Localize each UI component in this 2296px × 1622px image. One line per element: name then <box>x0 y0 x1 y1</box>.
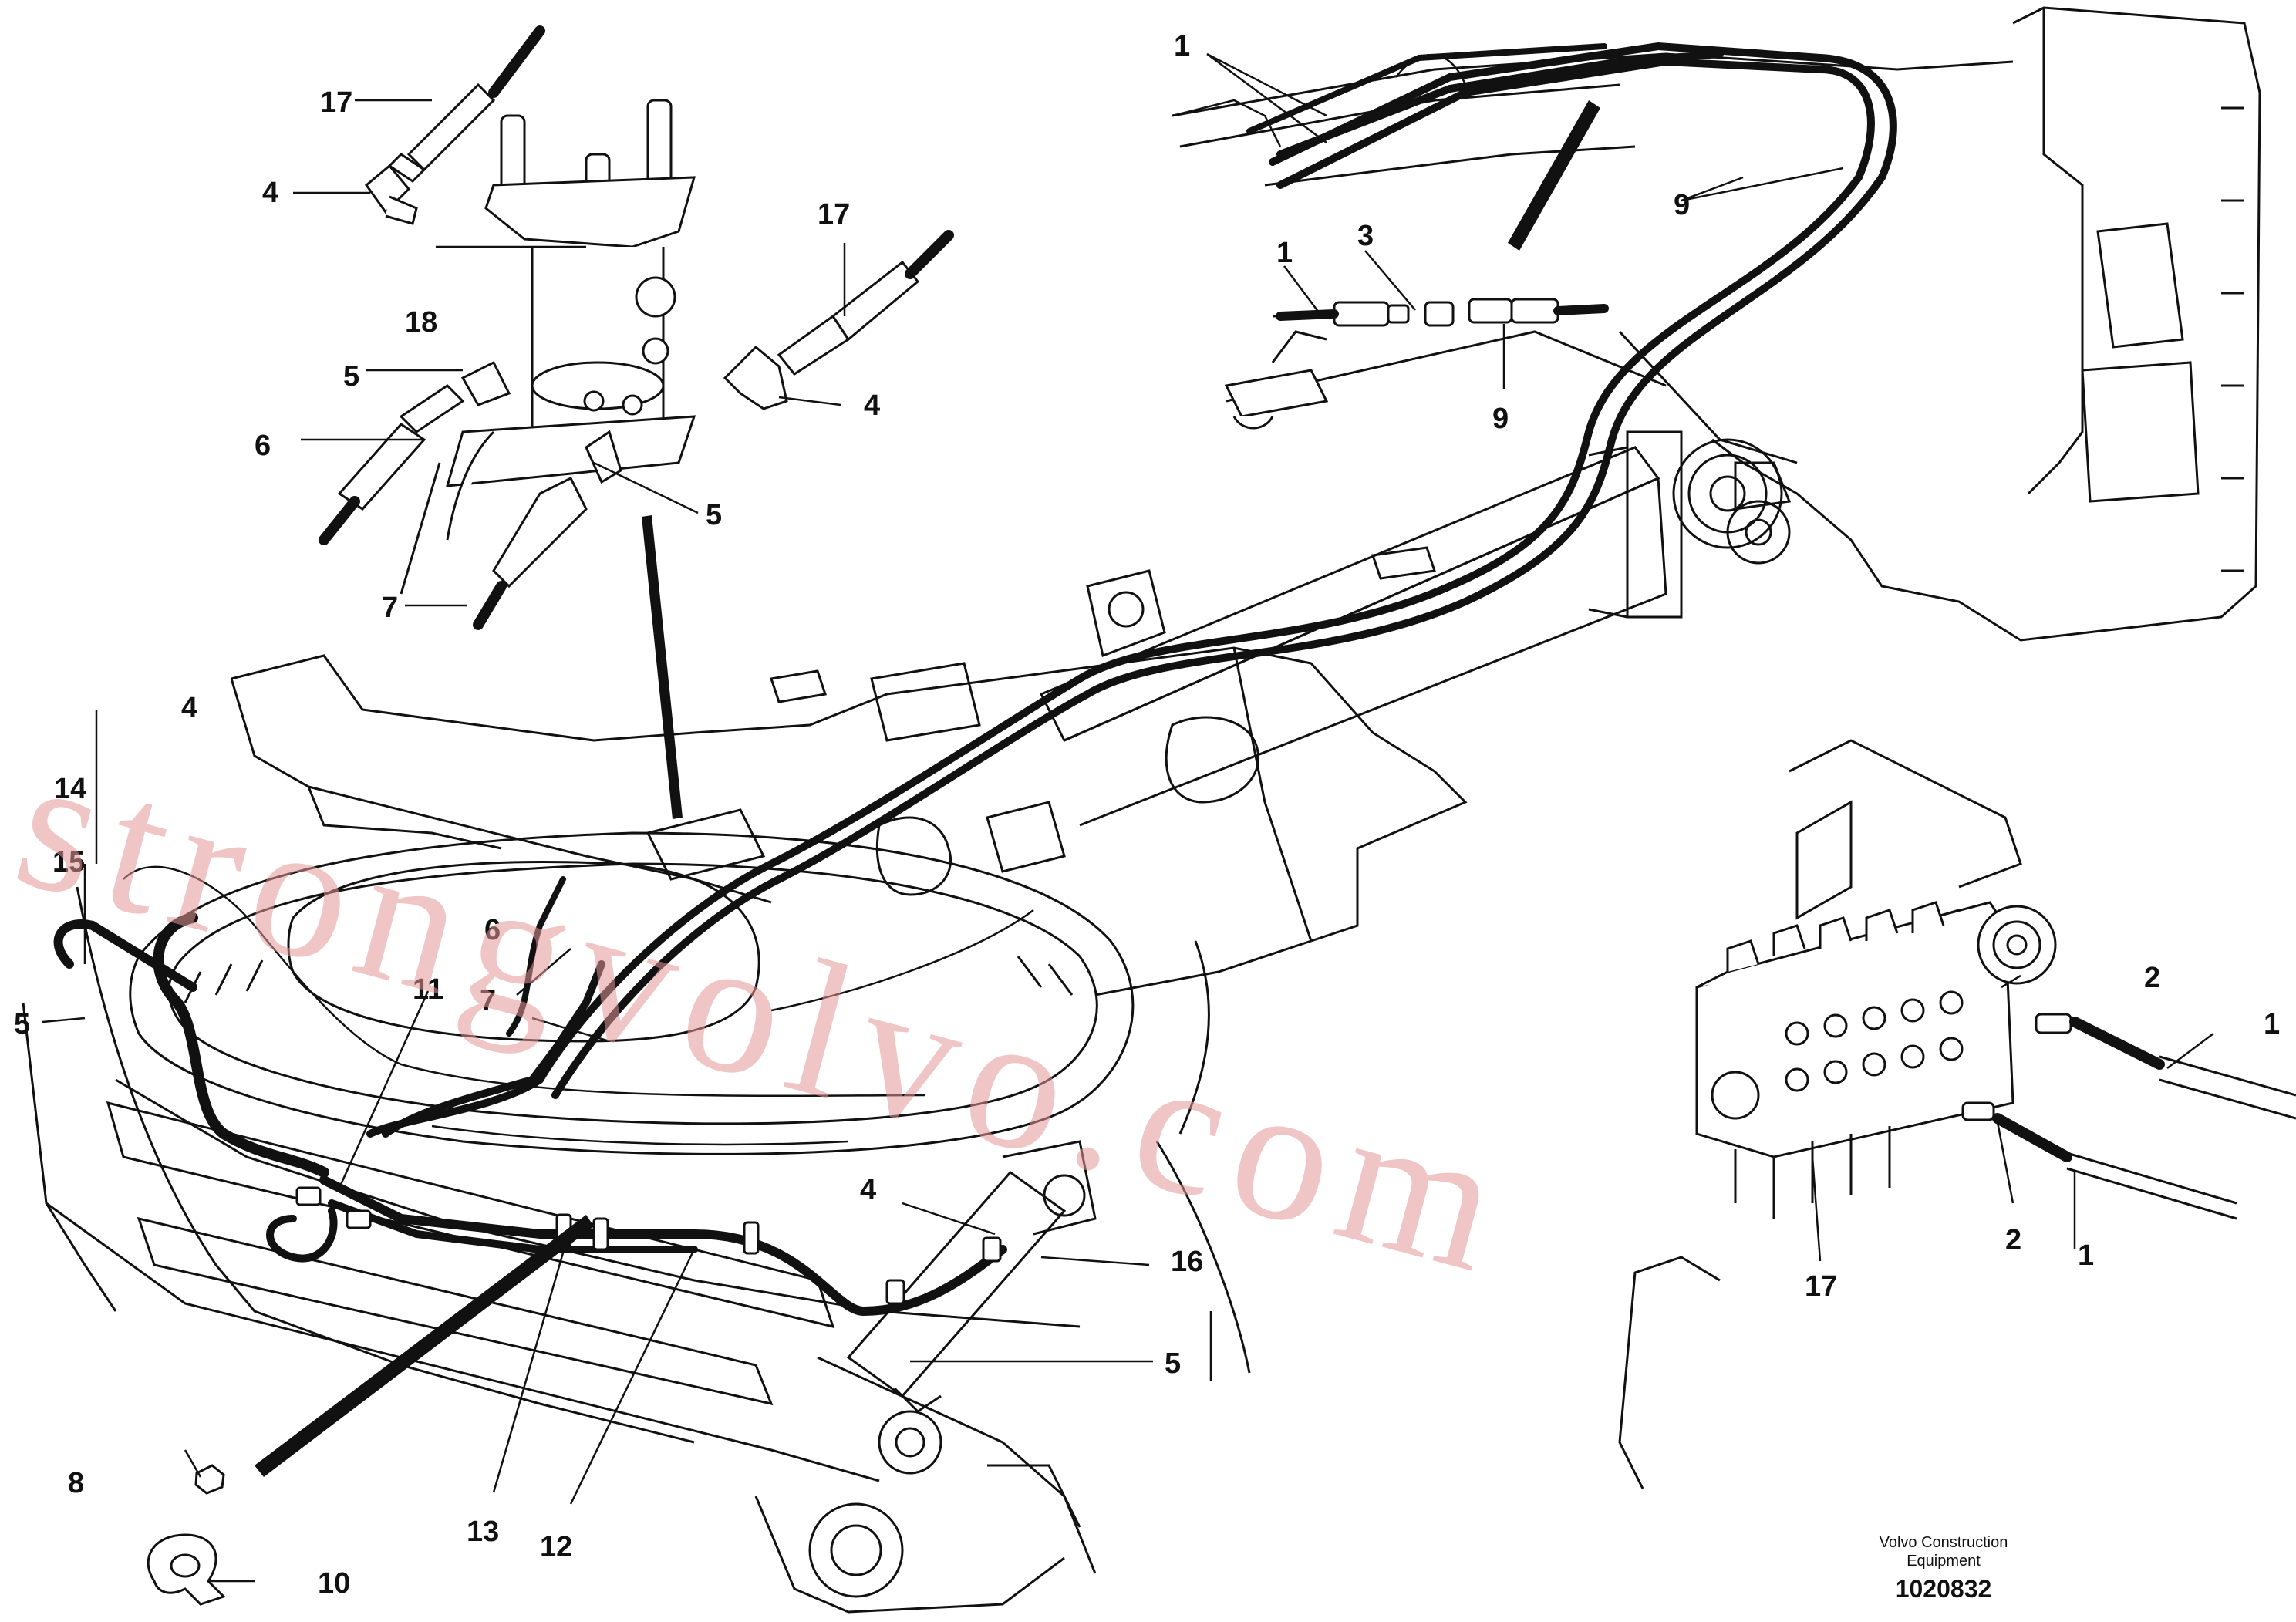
callout-13: 13 <box>467 1516 499 1548</box>
arm-beam <box>1039 446 1667 827</box>
detail-hose-ends <box>319 25 954 630</box>
thin-pipes <box>123 54 1467 1146</box>
callout-7: 7 <box>382 592 398 624</box>
chassis <box>22 646 1468 1614</box>
callout-5: 5 <box>343 360 359 393</box>
callout-16: 16 <box>1171 1246 1203 1278</box>
callout-5: 5 <box>706 499 722 531</box>
callout-17: 17 <box>1805 1270 1837 1303</box>
callout-4: 4 <box>864 389 880 422</box>
callout-9: 9 <box>1492 403 1509 435</box>
inner-oval <box>287 861 760 1043</box>
callout-3: 3 <box>1357 220 1374 252</box>
callout-9: 9 <box>1674 189 1690 221</box>
callout-8: 8 <box>68 1467 84 1499</box>
publisher-line-2: Equipment <box>1907 1553 1981 1570</box>
callout-10: 10 <box>318 1567 350 1600</box>
detail-fittings <box>337 83 920 588</box>
callout-6: 6 <box>255 430 271 462</box>
cylinder-16 <box>846 1140 1097 1413</box>
leader-lines <box>42 52 2214 1583</box>
swivel-joint-detail <box>400 99 696 595</box>
control-valve-ports <box>1785 990 1964 1092</box>
publisher-caption: Volvo Construction Equipment <box>1828 1533 2059 1570</box>
center-valve <box>646 569 1259 896</box>
boom-hose-ends <box>1276 304 1609 321</box>
boom-connector-detail <box>1224 298 1559 430</box>
pointer-wedges <box>255 100 1600 1477</box>
callout-2: 2 <box>2144 962 2160 994</box>
publisher-line-1: Volvo Construction <box>1879 1534 2008 1551</box>
callout-1: 1 <box>2264 1008 2280 1040</box>
item-8-nut <box>194 1464 225 1495</box>
callout-4: 4 <box>181 692 197 724</box>
control-valve-hose-lines <box>2066 1055 2296 1220</box>
callout-15: 15 <box>52 846 85 878</box>
item-10-clamp <box>147 1533 226 1606</box>
callout-5: 5 <box>14 1008 30 1040</box>
callout-6: 6 <box>484 914 501 946</box>
hoses <box>53 42 1897 1317</box>
lower-cylinder <box>106 1101 835 1406</box>
callout-17: 17 <box>320 86 352 119</box>
callout-5: 5 <box>1165 1347 1181 1380</box>
callout-1: 1 <box>1174 30 1190 62</box>
callout-labels: 1 1 1 1 2 2 3 4 4 4 4 5 5 5 5 6 6 7 7 8 … <box>14 30 2280 1600</box>
control-valve-hoses <box>1992 1017 2165 1162</box>
callout-2: 2 <box>2005 1224 2021 1256</box>
callout-17: 17 <box>818 198 850 231</box>
boom-hub <box>1588 430 1783 619</box>
callout-14: 14 <box>54 773 86 805</box>
drawing-number: 1020832 <box>1895 1575 1992 1603</box>
slew-ring <box>129 831 1135 1155</box>
callout-4: 4 <box>262 177 278 209</box>
control-valve-detail <box>1618 739 2072 1489</box>
callout-1: 1 <box>1276 237 1293 269</box>
callout-4: 4 <box>860 1174 876 1206</box>
callout-1: 1 <box>2078 1239 2094 1272</box>
callout-12: 12 <box>540 1531 572 1563</box>
callout-11: 11 <box>413 973 443 1006</box>
callout-7: 7 <box>480 985 496 1017</box>
callout-18: 18 <box>405 306 437 339</box>
